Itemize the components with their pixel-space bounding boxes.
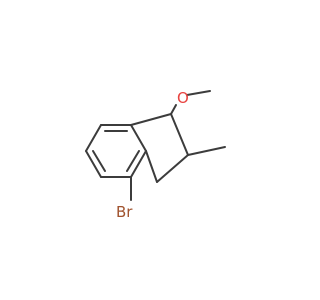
- bond-ring-c6-c5: [85, 150, 102, 178]
- bond-aromatic-inner-2: [92, 150, 106, 172]
- bond-ring-c3a-c7a: [130, 124, 147, 152]
- bond-c1-c2: [170, 113, 189, 156]
- bond-c7a-c1: [130, 113, 172, 126]
- bond-c2-c3: [156, 154, 189, 183]
- bond-aromatic-inner-3: [126, 150, 140, 172]
- bromine-atom-label: Br: [116, 203, 133, 221]
- bond-c1-oxygen: [170, 104, 177, 115]
- bond-c3-c3a: [145, 150, 158, 183]
- molecule-structure-diagram: O Br: [85, 89, 226, 221]
- bond-c2-methyl: [187, 146, 226, 156]
- bond-ring-c7-c6: [85, 124, 102, 152]
- bond-oxygen-methyl: [186, 90, 211, 96]
- oxygen-atom-label: O: [177, 89, 189, 107]
- bond-ring-c4-c3a: [130, 150, 147, 178]
